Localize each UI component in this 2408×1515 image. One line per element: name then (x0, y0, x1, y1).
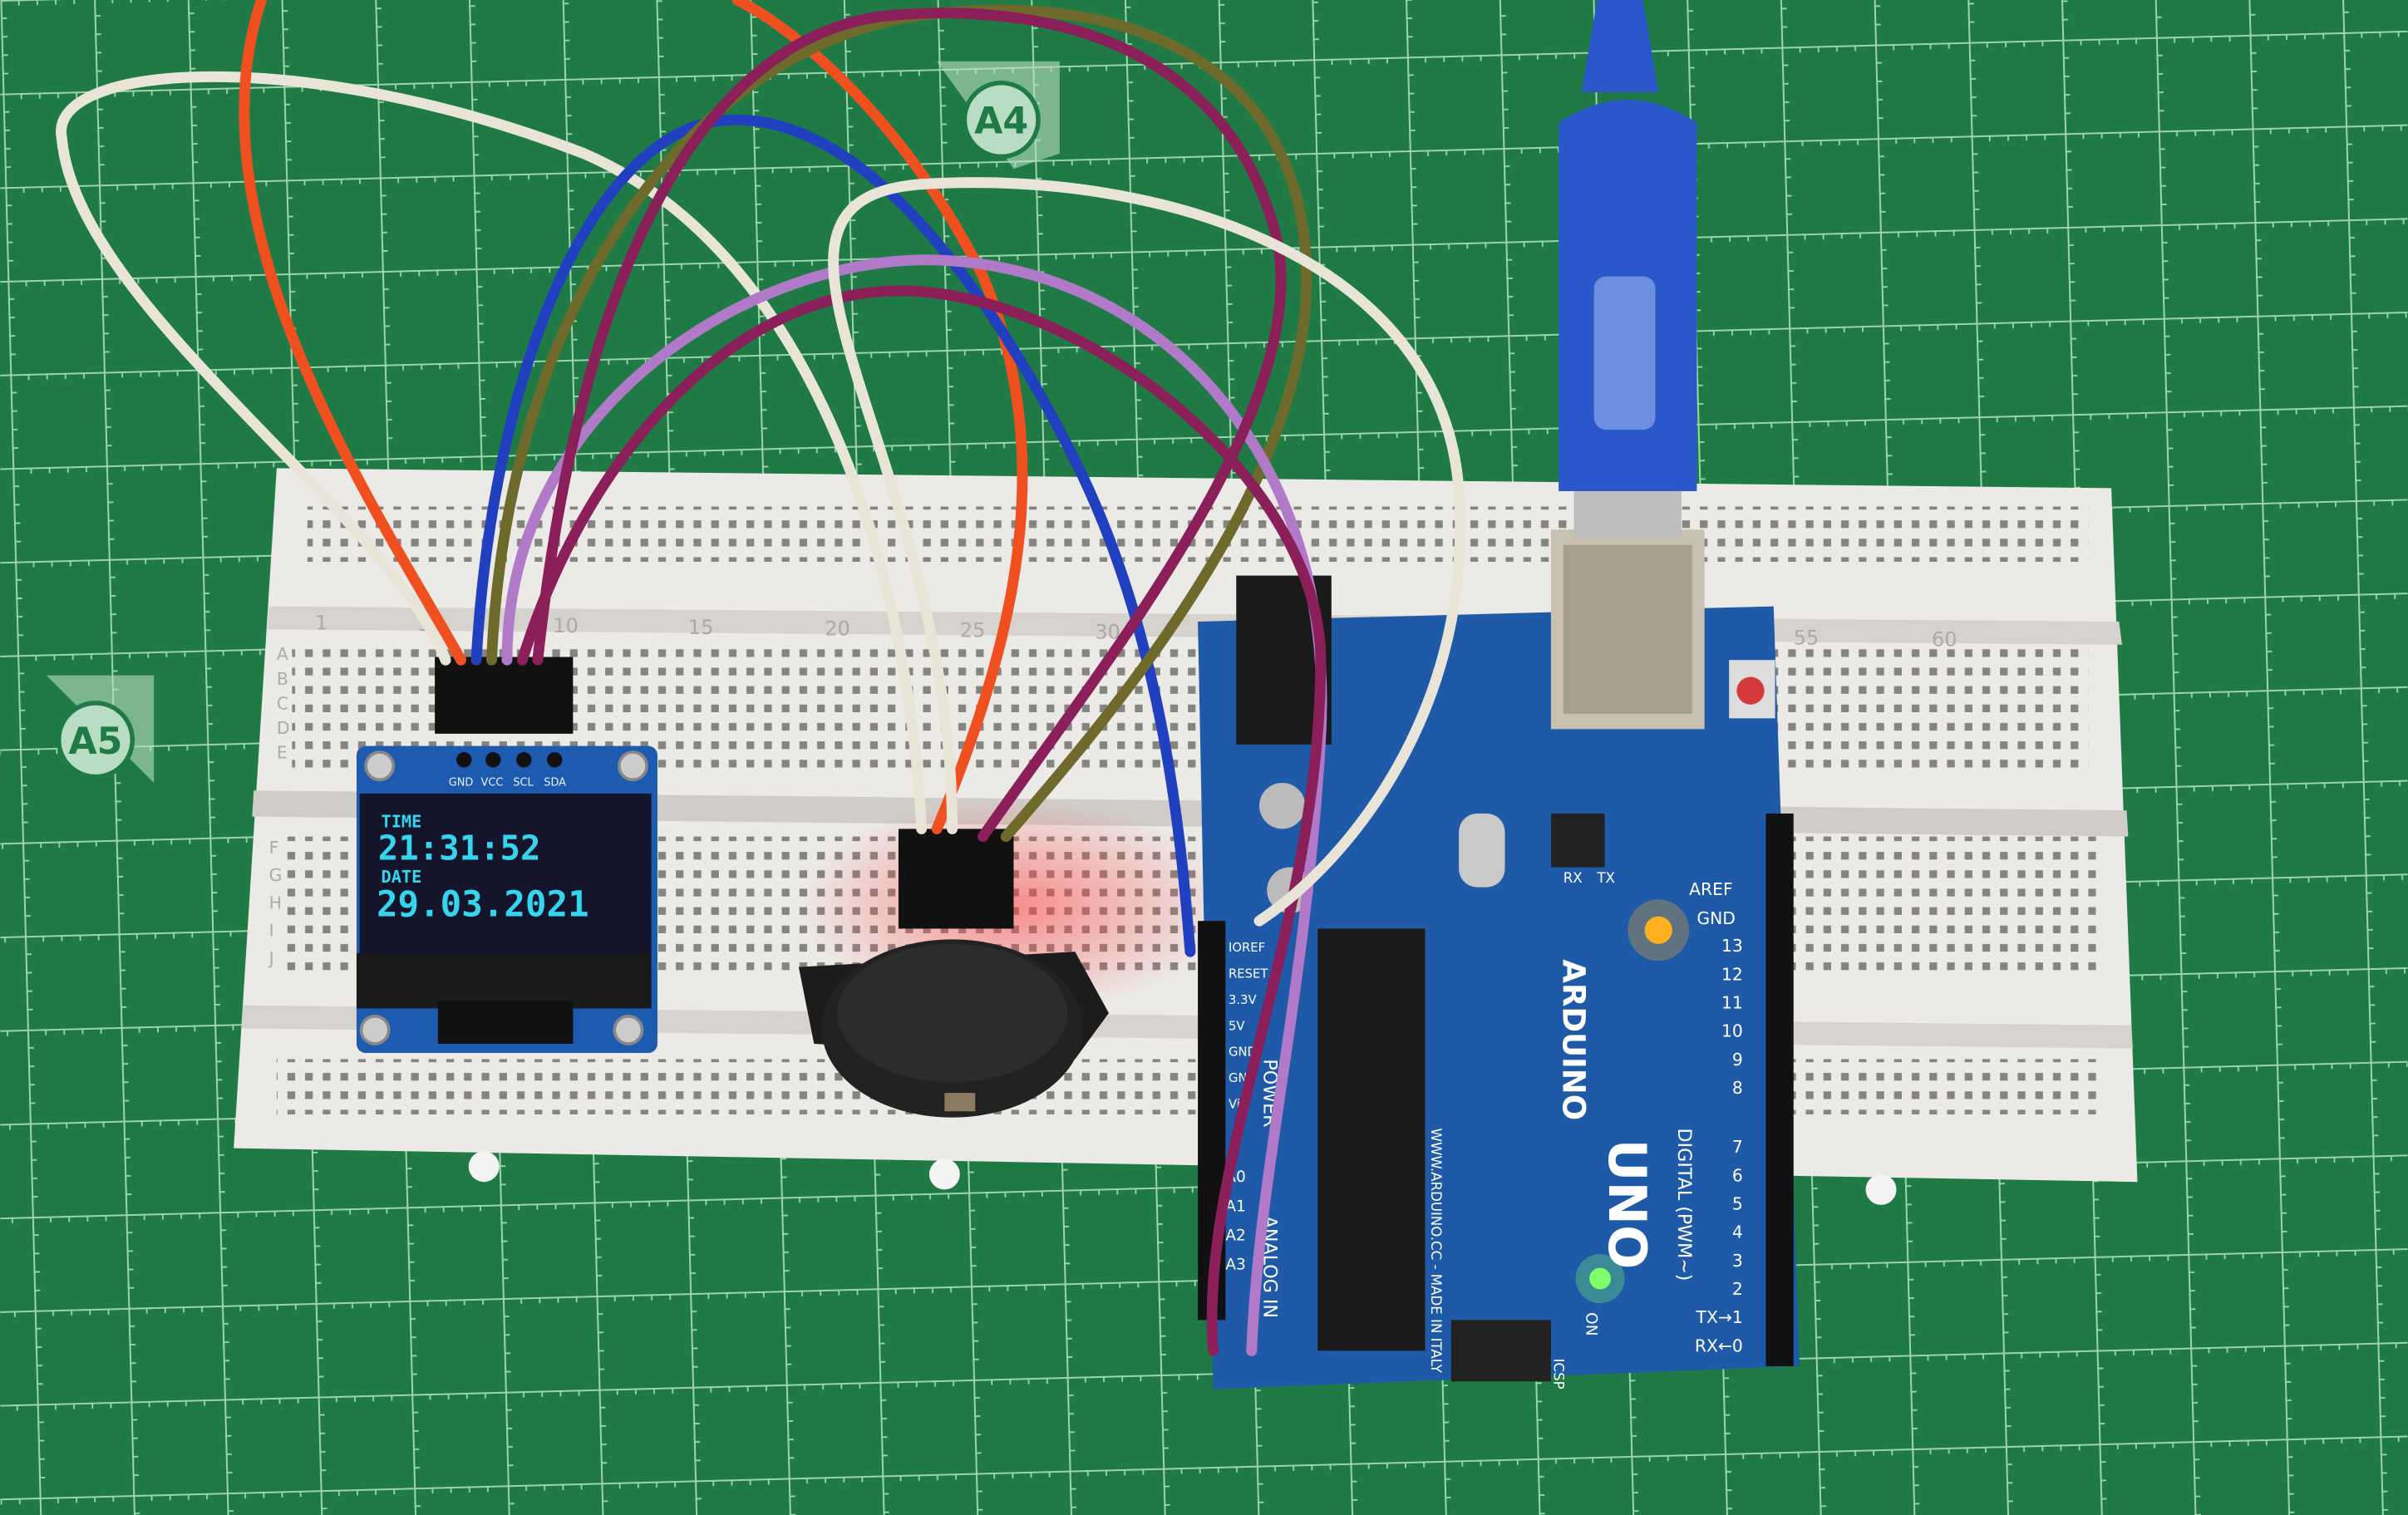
tx-label: TX (1596, 870, 1615, 886)
icsp-label: ICSP (1551, 1359, 1567, 1390)
column-number: 60 (1932, 628, 1957, 652)
arduino-model: UNO (1597, 1139, 1657, 1269)
column-number: 10 (553, 614, 579, 637)
oled-pin-label: GND (449, 777, 474, 789)
pin-label: 9 (1732, 1050, 1743, 1070)
digital-label: DIGITAL (PWM~) (1673, 1129, 1695, 1281)
pin-label: 7 (1732, 1137, 1743, 1157)
arduino-uno-board: ARDUINO UNO DIGITAL (PWM~) ANALOG IN POW… (1198, 529, 1800, 1390)
row-letter: H (269, 893, 282, 912)
row-letter: C (277, 693, 288, 713)
pin-label: 10 (1721, 1021, 1743, 1041)
led-l-orange (1644, 916, 1672, 944)
column-number: 55 (1794, 627, 1820, 650)
arduino-footer: WWW.ARDUINO.CC - MADE IN ITALY (1428, 1129, 1444, 1374)
mat-label-a4-text: A4 (974, 101, 1028, 143)
pin-label: 6 (1732, 1165, 1743, 1185)
mat-label-a4: A4 (937, 61, 1060, 170)
gnd-label: GND (1696, 908, 1736, 928)
pin-label: A1 (1225, 1198, 1245, 1215)
row-letter: A (277, 644, 288, 664)
pin-label: 3 (1732, 1251, 1743, 1271)
pin-label: 11 (1721, 992, 1743, 1012)
pin-label: RESET (1229, 967, 1268, 981)
pin-label: A3 (1225, 1256, 1245, 1273)
oled-pin-label: SDA (544, 777, 566, 789)
pin-label: TX→1 (1696, 1307, 1743, 1327)
row-letter: F (269, 838, 279, 858)
column-number: 1 (315, 611, 327, 634)
pin-label: GND (1229, 1045, 1257, 1060)
oled-date-label: DATE (382, 867, 422, 887)
row-letter: I (269, 921, 274, 941)
arduino-brand: ARDUINO (1556, 959, 1592, 1120)
column-number: 20 (825, 617, 850, 641)
mat-label-a5-text: A5 (68, 721, 122, 763)
jumper-wires (56, 0, 1465, 1356)
row-letter: D (277, 718, 290, 738)
row-letter: B (277, 669, 288, 689)
oled-pin-label: VCC (481, 777, 504, 789)
pin-label: 5 (1732, 1193, 1743, 1213)
buzzer-module (798, 939, 1109, 1118)
pin-label: IOREF (1229, 941, 1265, 955)
led-on-green (1589, 1267, 1611, 1290)
rx-label: RX (1563, 870, 1583, 886)
pin-label: 2 (1732, 1279, 1743, 1299)
oled-date-value: 29.03.2021 (377, 885, 589, 926)
aref-label: AREF (1689, 879, 1733, 899)
oled-time-value: 21:31:52 (378, 828, 541, 868)
pin-label: A2 (1225, 1227, 1245, 1244)
pin-label: 3.3V (1229, 993, 1257, 1007)
pin-label: 5V (1229, 1019, 1245, 1033)
pin-label: 13 (1721, 936, 1743, 956)
row-letter: J (268, 948, 274, 968)
pin-label: 8 (1732, 1078, 1743, 1098)
column-number: 15 (688, 616, 714, 639)
pin-label: 4 (1732, 1222, 1743, 1242)
on-label: ON (1582, 1312, 1599, 1335)
row-letter: E (277, 742, 288, 762)
oled-module: GND VCC SCL SDA TIME 21:31:52 DATE 29.03… (356, 745, 657, 1054)
oled-pin-label: SCL (513, 777, 534, 789)
pin-label: 12 (1721, 964, 1743, 984)
oled-screen (359, 793, 652, 953)
usb-cable (1559, 0, 1697, 538)
column-number: 25 (960, 619, 986, 642)
row-letter: G (269, 865, 283, 885)
oled-time-label: TIME (382, 812, 422, 832)
mat-label-a5: A5 (46, 675, 155, 783)
pin-label: RX←0 (1695, 1335, 1743, 1355)
jumper-connectors (435, 657, 1014, 929)
